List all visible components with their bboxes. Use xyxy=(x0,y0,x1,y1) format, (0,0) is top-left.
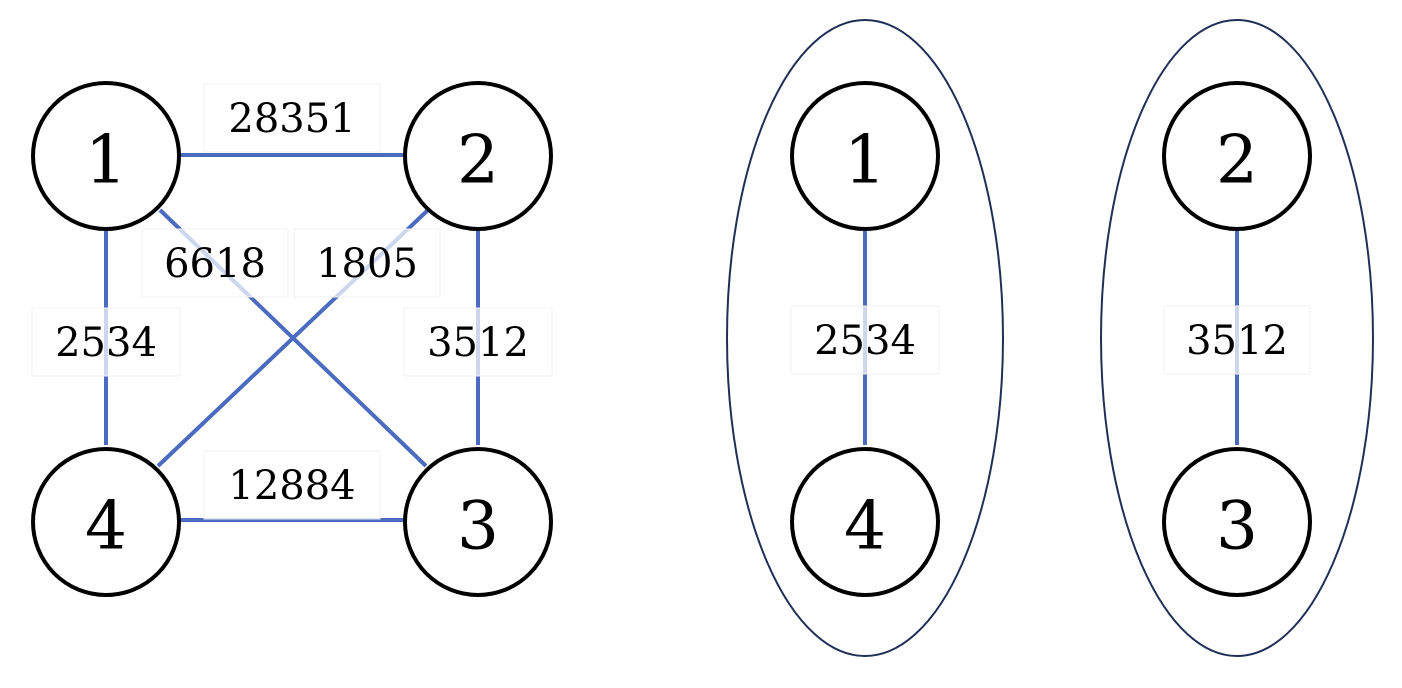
edge-label-1-2: 28351 xyxy=(203,83,381,153)
edge-label-2-3: 3512 xyxy=(403,307,553,377)
cluster-ellipse xyxy=(1100,19,1374,657)
node-2: 2 xyxy=(403,81,553,231)
node-label: 4 xyxy=(85,488,127,565)
node-3: 3 xyxy=(1162,447,1312,597)
edge-label-4-2: 1805 xyxy=(293,228,441,298)
edge-weight-2-3: 3512 xyxy=(1186,318,1288,364)
node-label: 3 xyxy=(457,488,499,565)
node-label: 2 xyxy=(1216,122,1258,199)
cluster-1-4: 2534 1 4 xyxy=(726,19,1004,657)
node-4: 4 xyxy=(790,447,940,597)
node-label: 4 xyxy=(844,488,886,565)
edge-weight-1-4: 2534 xyxy=(55,320,157,366)
edge-weight-1-3: 6618 xyxy=(164,241,266,287)
left-graph: 28351 6618 1805 2534 3512 12884 1 xyxy=(31,81,553,597)
edge-weight-1-4: 2534 xyxy=(814,318,916,364)
edge-label-2-3: 3512 xyxy=(1163,305,1311,375)
node-3: 3 xyxy=(403,447,553,597)
edge-weight-2-3: 3512 xyxy=(427,320,529,366)
edge-label-1-4: 2534 xyxy=(790,305,940,375)
edge-label-4-3: 12884 xyxy=(203,450,381,520)
node-label: 1 xyxy=(85,122,127,199)
cluster-2-3: 3512 2 3 xyxy=(1100,19,1374,657)
cluster-ellipse xyxy=(726,19,1004,657)
edge-label-1-3: 6618 xyxy=(141,228,289,298)
node-2: 2 xyxy=(1162,81,1312,231)
node-1: 1 xyxy=(31,81,181,231)
node-label: 3 xyxy=(1216,488,1258,565)
node-label: 1 xyxy=(844,122,886,199)
node-4: 4 xyxy=(31,447,181,597)
edge-weight-1-2: 28351 xyxy=(228,96,355,142)
node-label: 2 xyxy=(457,122,499,199)
edge-weight-4-2: 1805 xyxy=(316,241,418,287)
node-1: 1 xyxy=(790,81,940,231)
edge-label-1-4: 2534 xyxy=(31,307,181,377)
edge-weight-4-3: 12884 xyxy=(228,463,355,509)
